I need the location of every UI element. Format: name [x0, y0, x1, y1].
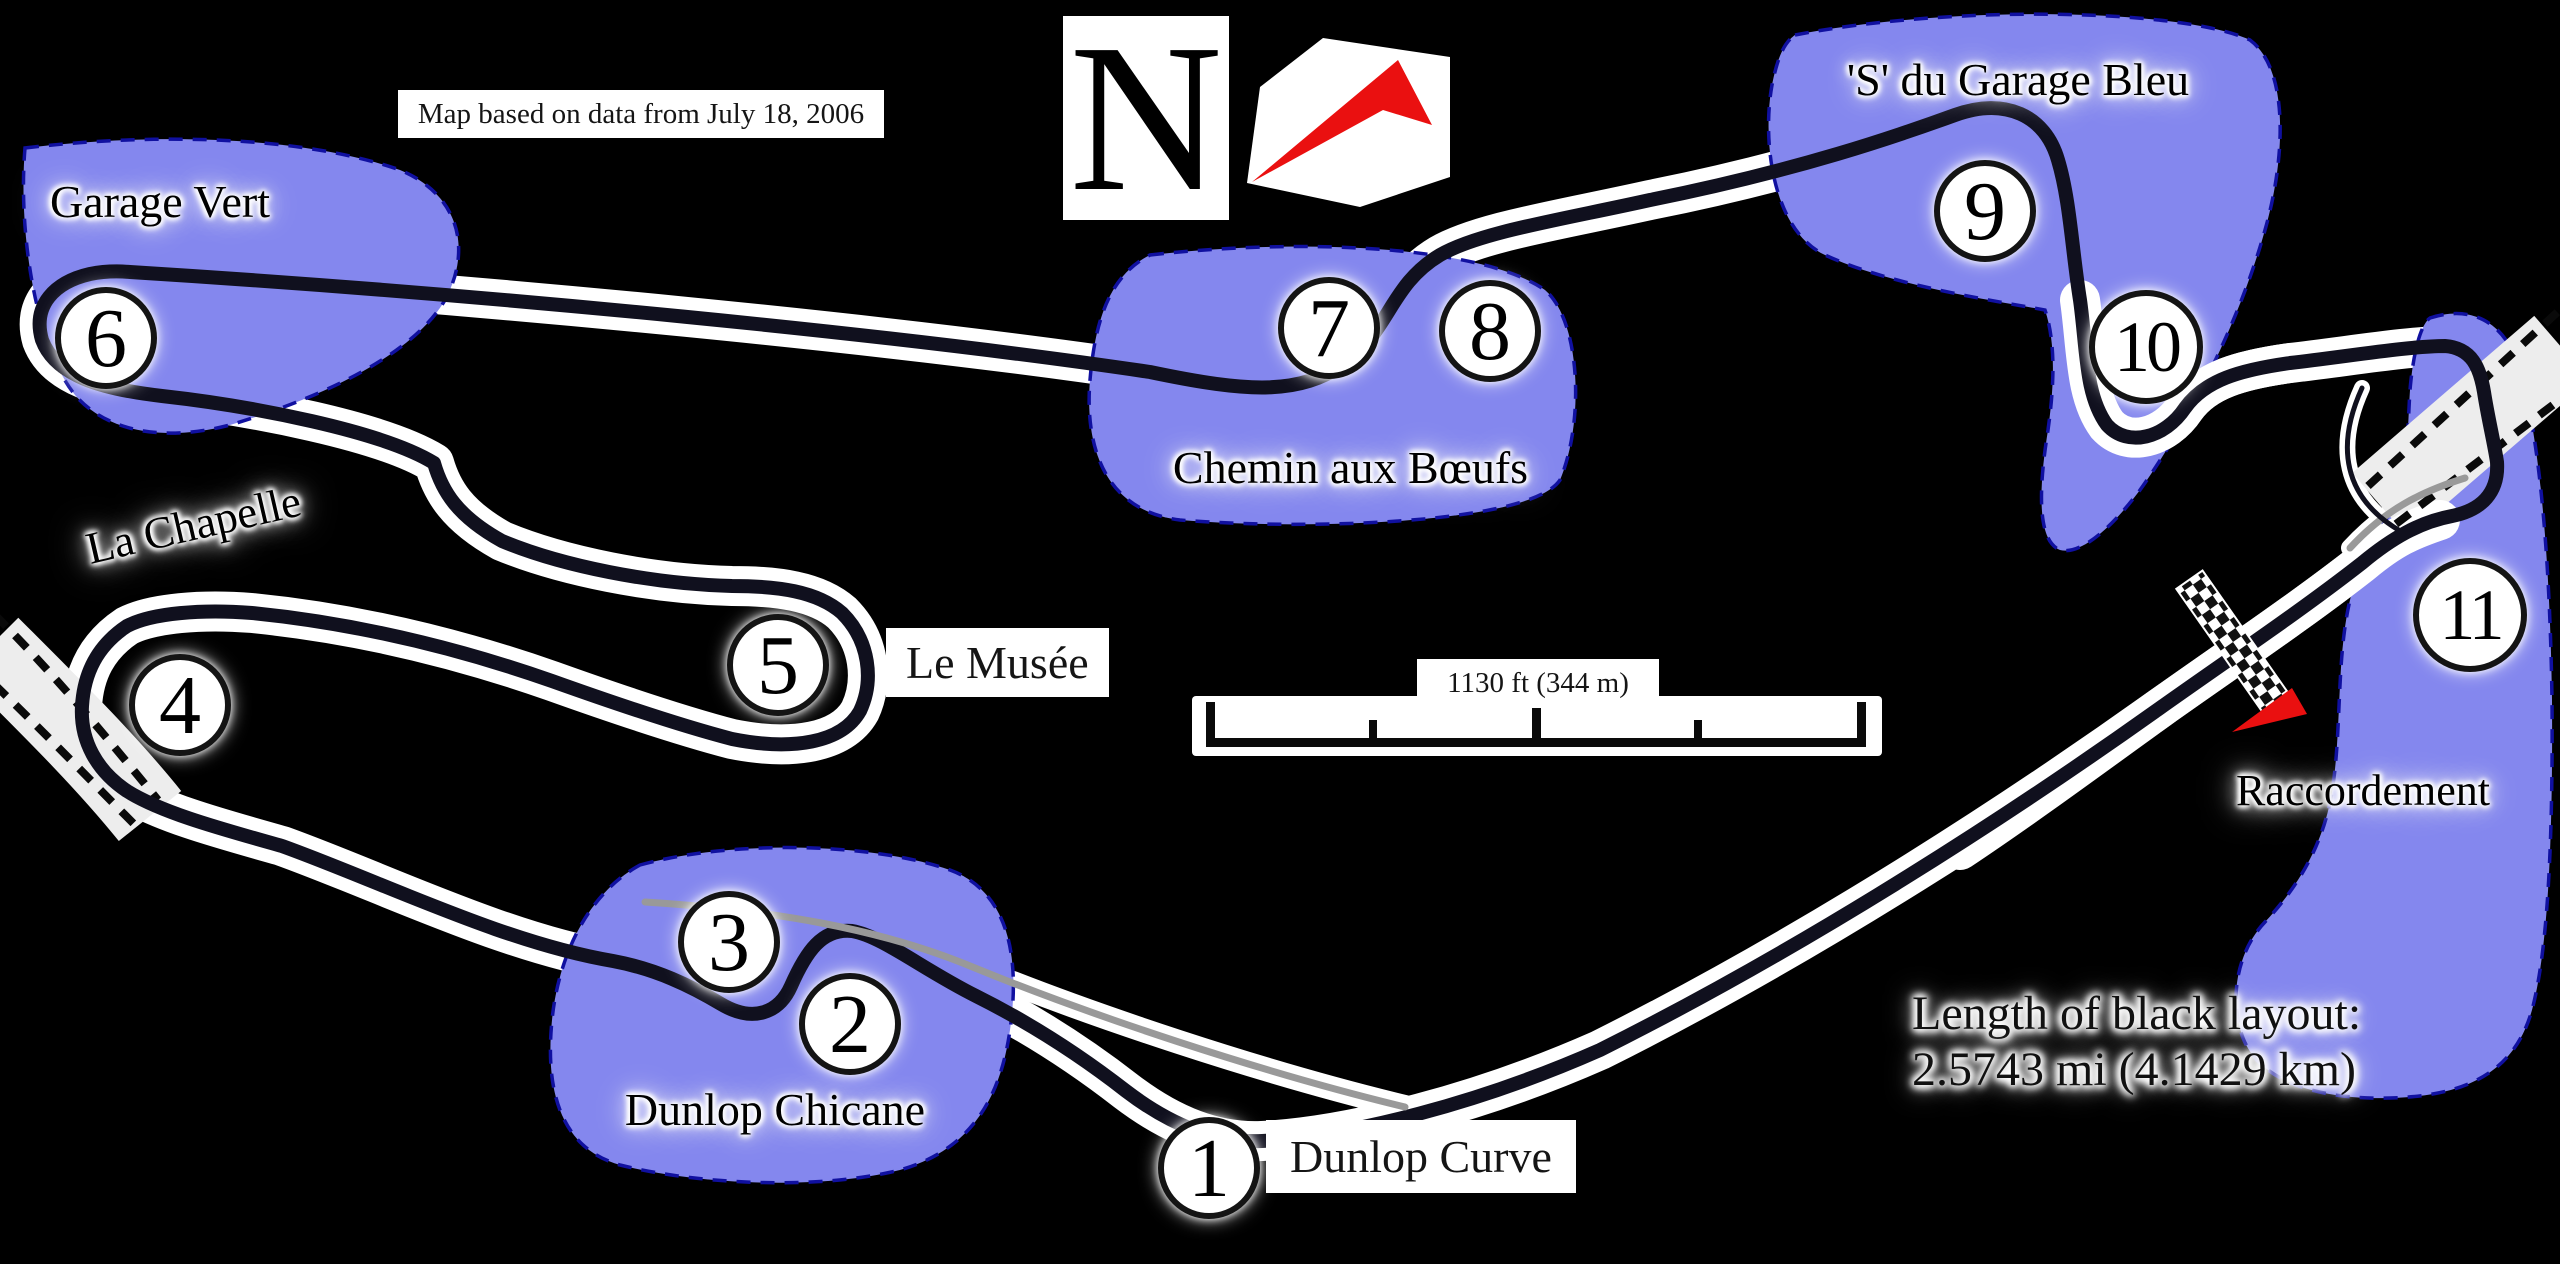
corner-marker-11: 11 [2413, 558, 2527, 672]
direction-arrow-icon [2232, 688, 2307, 732]
scale-bar-label: 1130 ft (344 m) [1417, 659, 1659, 707]
corner-marker-7: 7 [1278, 277, 1380, 379]
label-chemin-aux-boeufs: Chemin aux Bœufs [1172, 442, 1529, 493]
corner-marker-1: 1 [1158, 1117, 1260, 1219]
zone-dunlop-chicane [548, 845, 1016, 1185]
link-road-line [2346, 474, 2469, 552]
scale-bar [1192, 696, 1882, 756]
corner-marker-3: 3 [678, 891, 780, 993]
label-dunlop-curve: Dunlop Curve [1266, 1120, 1576, 1193]
corner-marker-10: 10 [2089, 290, 2203, 404]
label-s-du-garage-bleu: 'S' du Garage Bleu [1846, 54, 2190, 105]
label-le-musee: Le Musée [886, 628, 1109, 697]
corner-marker-9: 9 [1934, 160, 2036, 262]
corner-marker-8: 8 [1439, 280, 1541, 382]
north-arrow-icon [1252, 60, 1432, 182]
corner-marker-2: 2 [799, 973, 901, 1075]
corner-marker-6: 6 [55, 287, 157, 389]
length-note-line1: Length of black layout: [1912, 987, 2362, 1040]
label-garage-vert: Garage Vert [49, 176, 271, 227]
label-raccordement: Raccordement [2235, 766, 2491, 815]
map-source-note: Map based on data from July 18, 2006 [398, 90, 884, 138]
length-note-line2: 2.5743 mi (4.1429 km) [1912, 1042, 2356, 1096]
corner-marker-4: 4 [129, 654, 231, 756]
compass-north-letter: N [1063, 0, 1229, 235]
main-track-core [32, 101, 2505, 1149]
corner-marker-5: 5 [727, 614, 829, 716]
length-note: Length of black layout: 2.5743 mi (4.142… [1912, 986, 2361, 1097]
label-dunlop-chicane: Dunlop Chicane [624, 1084, 926, 1135]
thin-link-line [2344, 385, 2405, 535]
ghost-band-northeast [2352, 315, 2560, 538]
